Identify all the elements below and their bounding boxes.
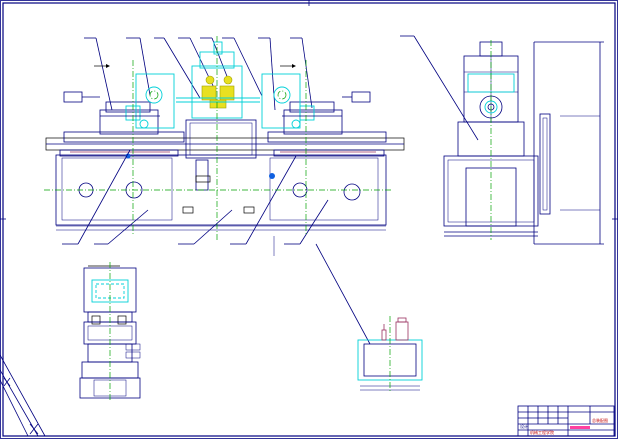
front-view-machine <box>44 36 405 256</box>
right-head-assembly <box>261 73 343 135</box>
detail-view-tank <box>315 243 423 392</box>
title-block-drawing-title: 总装配图 <box>592 417 608 423</box>
title-block: 总装配图 机械工程学院 设计 <box>517 405 615 437</box>
side-view-machine <box>400 35 604 245</box>
center-column <box>185 119 257 159</box>
front-view-bottom-leaders <box>62 149 329 245</box>
left-head-assembly <box>99 73 175 135</box>
center-gearbox <box>176 36 260 240</box>
title-block-company: 机械工程学院 <box>530 429 554 435</box>
corner-binding-mark <box>0 354 46 437</box>
front-view-leaders <box>84 37 313 111</box>
detail-view-left <box>79 262 141 402</box>
title-block-designer-row: 设计 <box>520 423 528 429</box>
